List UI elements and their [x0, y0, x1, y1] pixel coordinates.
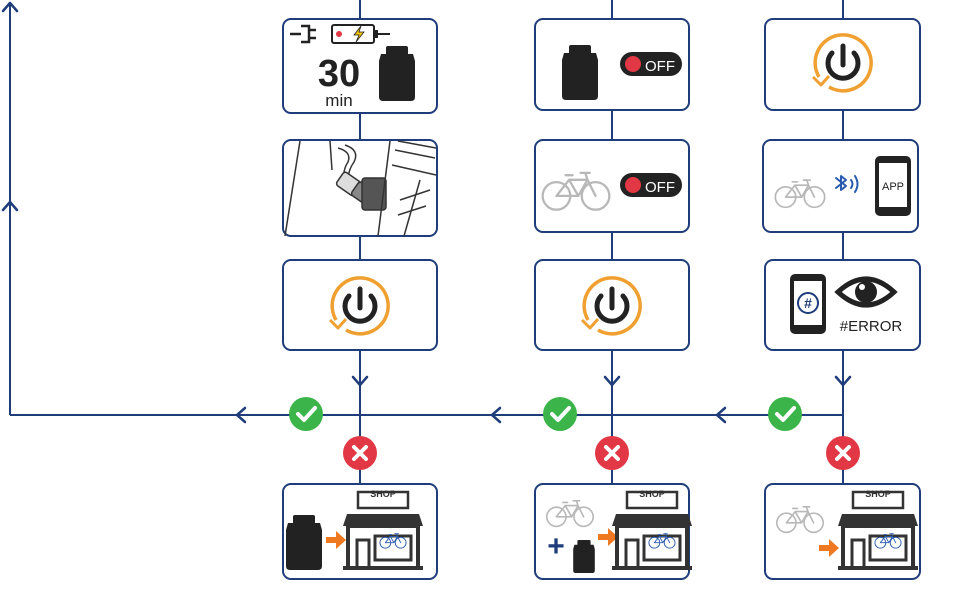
step-battery-off: OFF: [534, 18, 690, 111]
step-charge-battery: 30 min: [282, 18, 438, 114]
error-label: #ERROR: [840, 318, 903, 335]
shop-sign: SHOP: [639, 489, 665, 499]
success-check-icon: [766, 395, 804, 433]
hash-symbol: #: [804, 295, 812, 311]
step-restart-2: [534, 259, 690, 351]
eye-icon: [834, 276, 898, 308]
plus-sign: +: [547, 530, 565, 563]
step-check-error: # #ERROR: [764, 259, 921, 351]
success-check-icon: [541, 395, 579, 433]
step-bike-off: OFF: [534, 139, 690, 233]
battery-icon: [562, 45, 598, 100]
arrow-right-icon: [326, 531, 346, 549]
shop-sign: SHOP: [370, 489, 396, 499]
step-visit-shop-2: + SHOP: [534, 483, 694, 580]
step-visit-shop-3: SHOP: [764, 483, 921, 580]
flow-connectors: [9, 0, 844, 484]
lightning-icon: [353, 25, 365, 43]
fail-x-icon: [824, 434, 862, 472]
step-connect-app: APP: [762, 139, 919, 233]
app-label: APP: [882, 181, 904, 193]
charge-time-unit: min: [325, 91, 352, 110]
plug-icon: [290, 24, 316, 44]
off-label: OFF: [645, 179, 675, 196]
battery-icon: [573, 540, 595, 573]
step-restart-3: [764, 18, 921, 111]
success-check-icon: [287, 395, 325, 433]
connector-closeup-illustration: [284, 140, 437, 237]
battery-icon: [286, 515, 322, 570]
step-restart-1: [282, 259, 438, 351]
bluetooth-icon: [835, 175, 859, 193]
battery-icon: [379, 46, 415, 101]
shop-sign: SHOP: [865, 489, 891, 499]
step-visit-shop-1: SHOP: [282, 483, 438, 580]
arrow-right-icon: [598, 528, 618, 546]
flow-arrowheads: [1, 1, 852, 424]
off-label: OFF: [645, 58, 675, 75]
step-check-connector: [282, 139, 438, 237]
fail-x-icon: [593, 434, 631, 472]
fail-x-icon: [341, 434, 379, 472]
arrow-right-icon: [819, 539, 839, 557]
charge-time-value: 30: [318, 53, 360, 95]
